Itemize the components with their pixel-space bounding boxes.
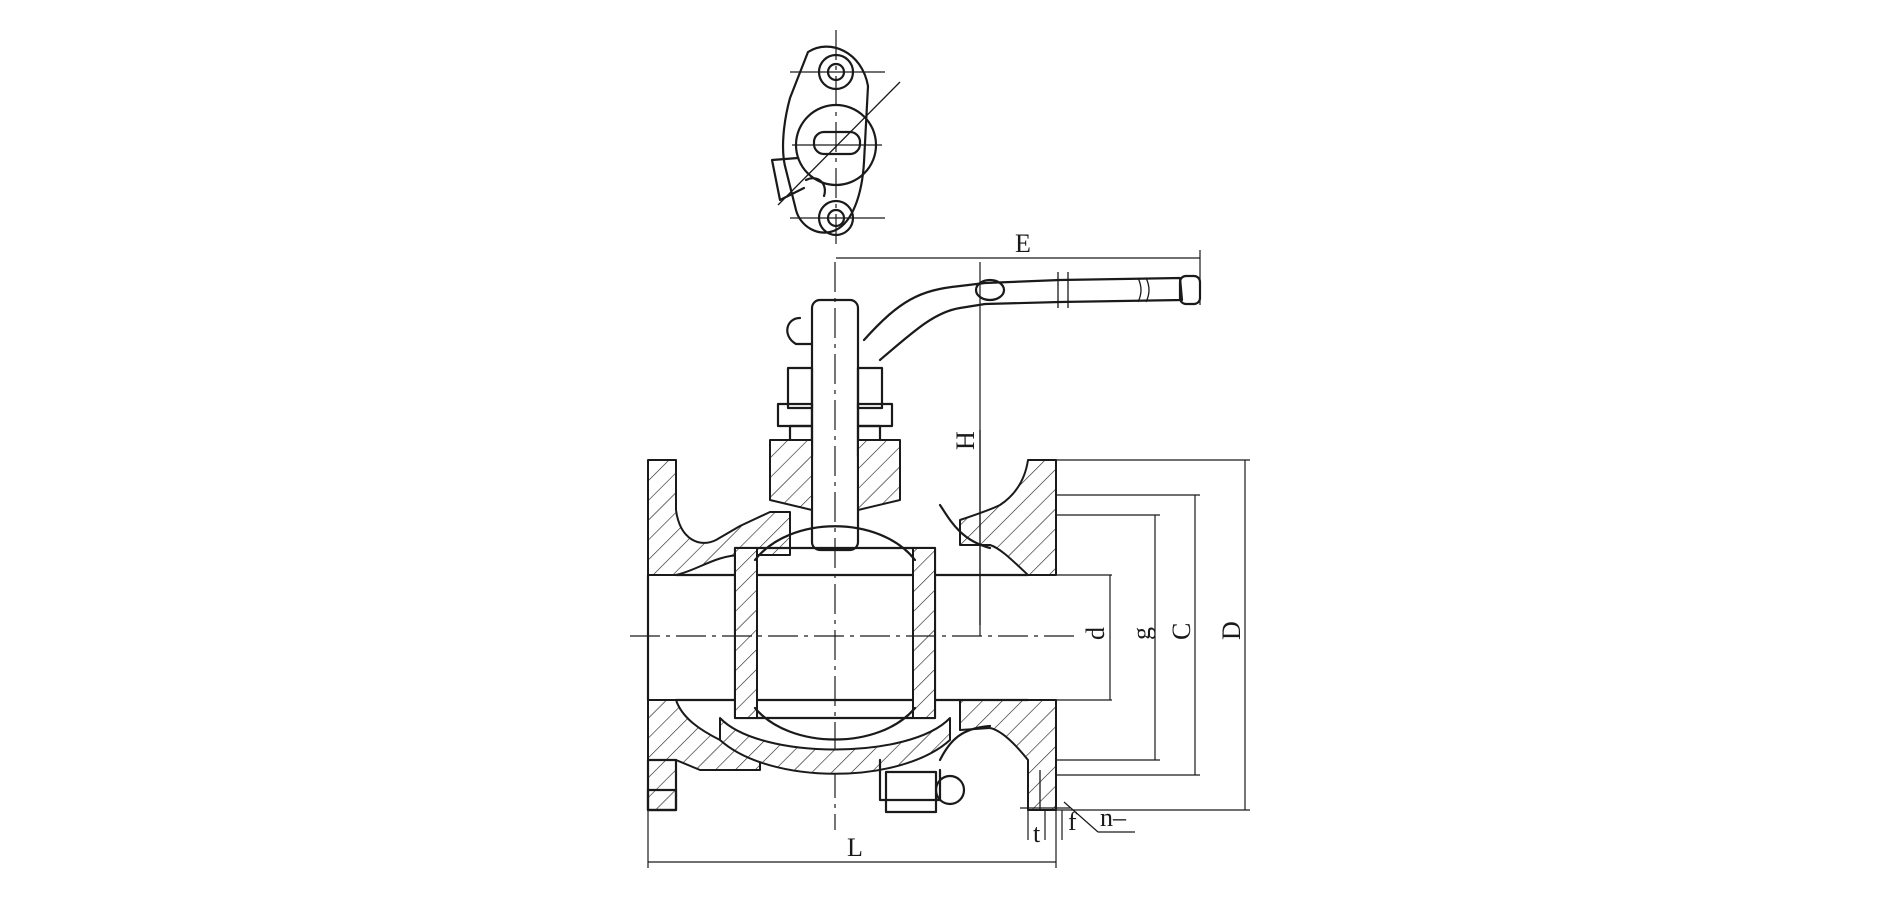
- label-C: C: [1167, 623, 1196, 640]
- lever-handle: [862, 272, 1202, 362]
- dimension-lines: [647, 250, 1250, 868]
- label-H: H: [951, 431, 980, 450]
- left-flange: [646, 459, 791, 812]
- label-L: L: [847, 833, 863, 862]
- label-E: E: [1015, 229, 1031, 258]
- label-g: g: [1127, 627, 1156, 640]
- stem-assembly: [769, 262, 901, 830]
- label-n: n–: [1100, 803, 1127, 832]
- valve-body: [630, 430, 1075, 814]
- top-view-mounting-plate: [770, 30, 901, 250]
- right-flange: [938, 459, 1057, 811]
- label-d: d: [1081, 627, 1110, 640]
- label-f: f: [1068, 807, 1077, 836]
- label-t: t: [1033, 819, 1041, 848]
- dimension-labels: E H d g C D L t f n–: [847, 229, 1246, 862]
- label-D: D: [1217, 621, 1246, 640]
